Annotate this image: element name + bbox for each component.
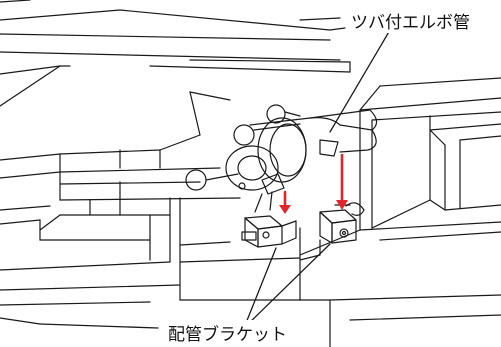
left-frame — [0, 91, 501, 347]
mounting-arrows — [279, 153, 348, 214]
piping-bracket-label: 配管ブラケット — [166, 320, 289, 345]
piping-bracket-left — [241, 215, 297, 248]
arrow-left-head — [279, 205, 291, 214]
top-cover-panel — [0, 0, 351, 107]
leader-lines — [0, 29, 391, 329]
leader-bracket-right — [243, 243, 331, 329]
flanged-elbow-pipe — [185, 104, 378, 213]
leader-elbow — [329, 29, 391, 133]
arrow-right-head — [336, 200, 348, 210]
piping-bracket-right — [319, 202, 365, 244]
leader-bracket-left — [243, 247, 277, 329]
right-frame — [299, 77, 501, 256]
flanged-elbow-label: ツバ付エルボ管 — [349, 8, 472, 33]
